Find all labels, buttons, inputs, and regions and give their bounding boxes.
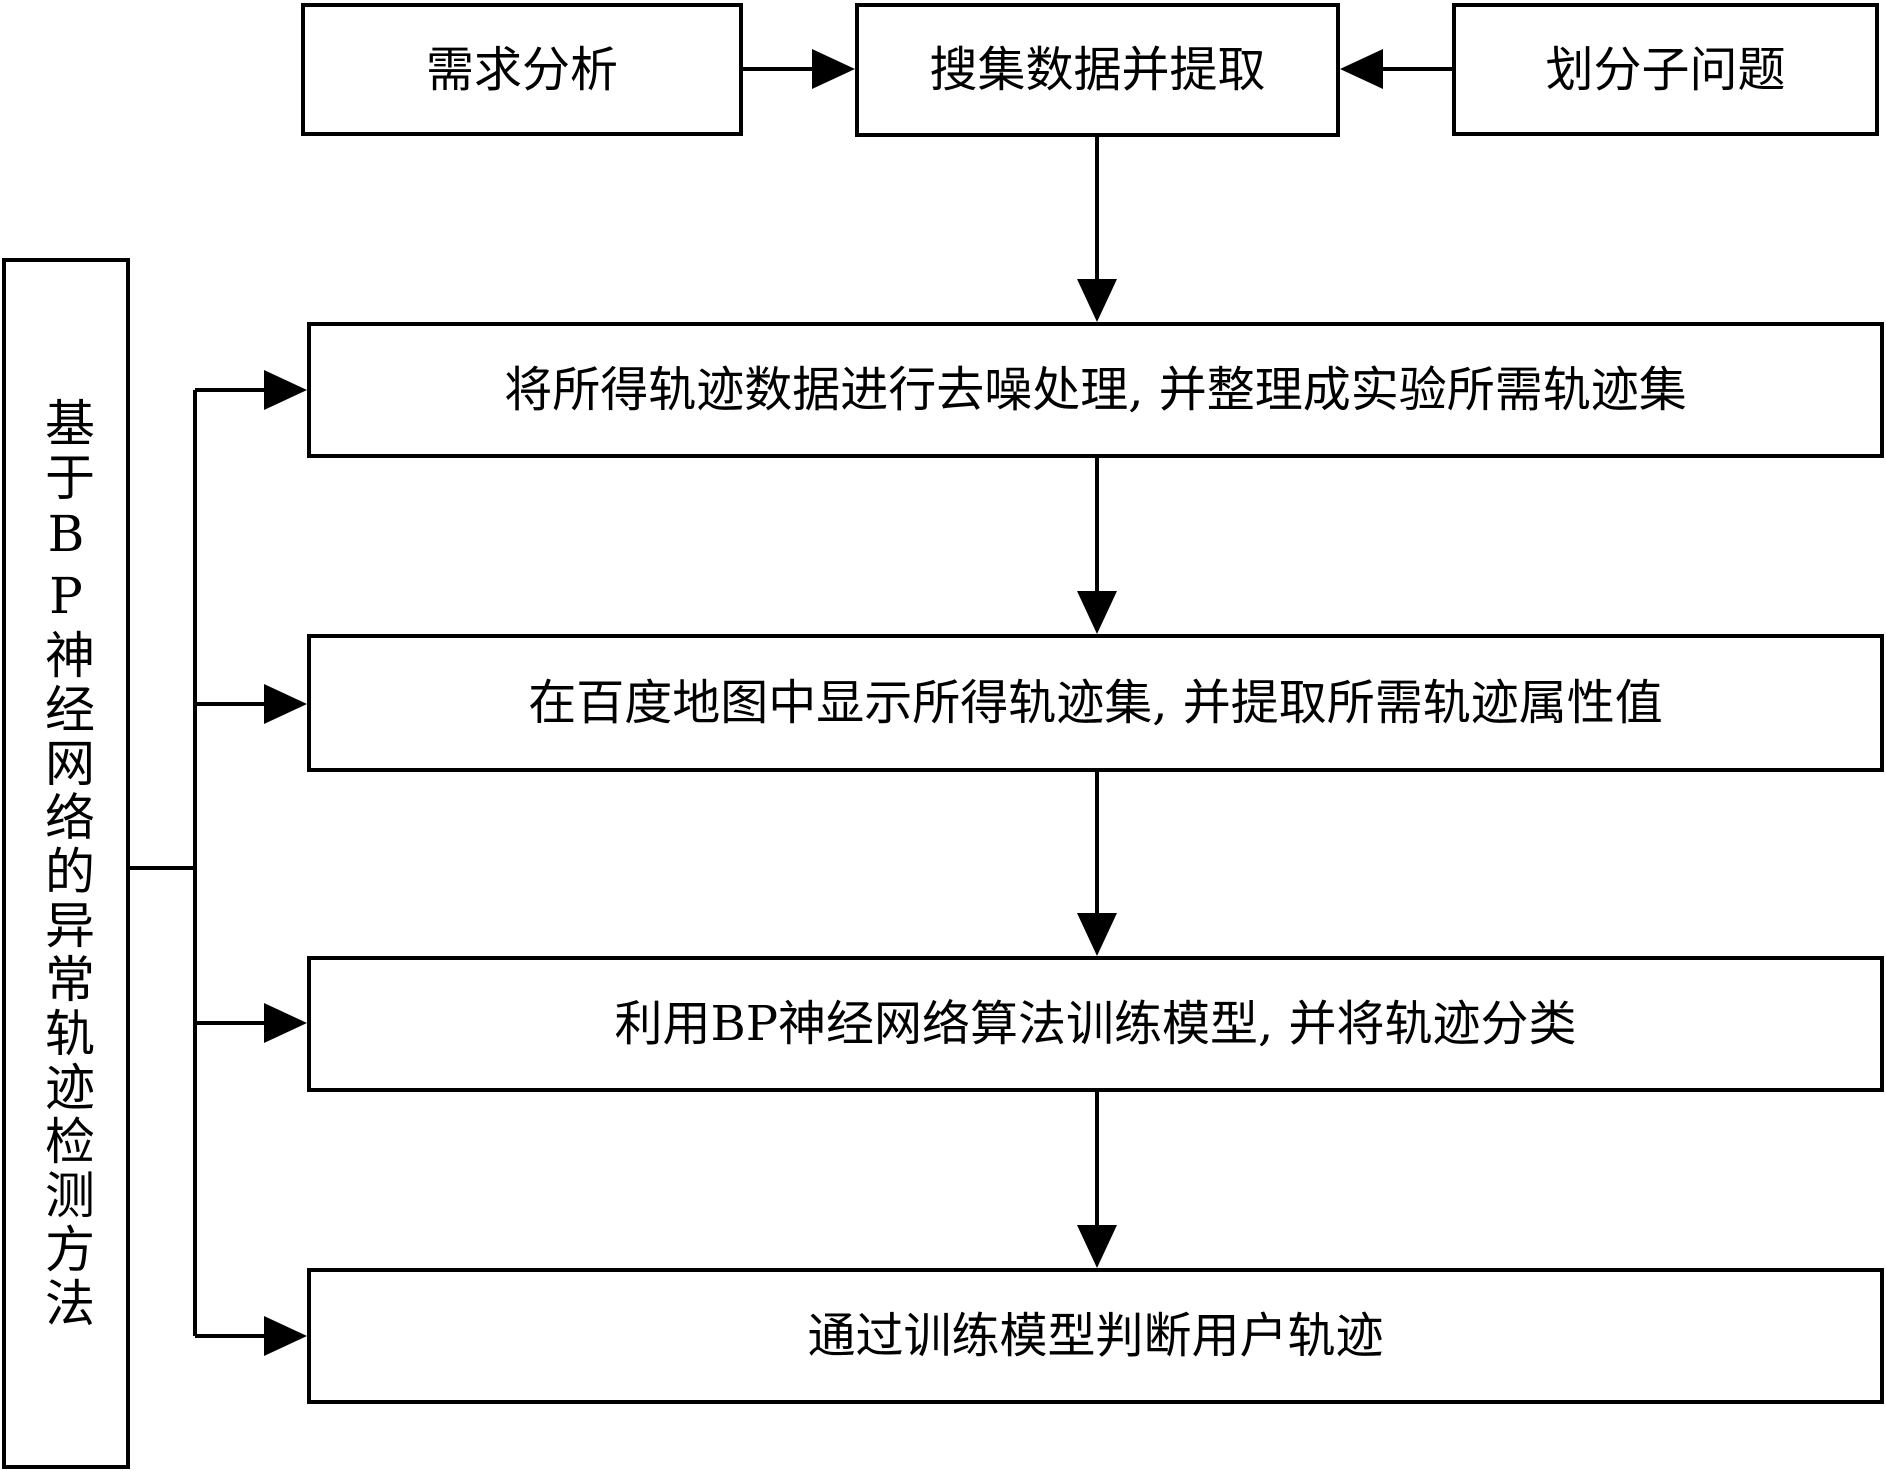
subproblems-box: 划分子问题 [1452, 3, 1879, 136]
arrowhead-collect-to-step1 [1077, 279, 1117, 322]
step-box-train-classify: 利用BP神经网络算法训练模型, 并将轨迹分类 [307, 956, 1884, 1092]
method-title-box: 基于BP神经网络的异常轨迹检测方法 [2, 258, 130, 1469]
arrowhead-subproblems-to-collect [1340, 49, 1383, 89]
step-label-judge-trajectory: 通过训练模型判断用户轨迹 [807, 1308, 1384, 1364]
arrowhead-needs-to-collect [812, 49, 855, 89]
method-title-label: 基于BP神经网络的异常轨迹检测方法 [37, 396, 95, 1331]
bracket-arrowhead-step3 [264, 1003, 307, 1043]
needs-analysis-label: 需求分析 [425, 41, 618, 98]
needs-analysis-box: 需求分析 [301, 3, 743, 136]
step-box-map-display: 在百度地图中显示所得轨迹集, 并提取所需轨迹属性值 [307, 634, 1884, 772]
bracket-arrowhead-step4 [264, 1316, 307, 1356]
bracket-arrowhead-step2 [264, 684, 307, 724]
step-box-denoise: 将所得轨迹数据进行去噪处理, 并整理成实验所需轨迹集 [307, 322, 1884, 458]
collect-extract-label: 搜集数据并提取 [929, 42, 1266, 98]
bracket-arrowhead-step1 [264, 370, 307, 410]
step-box-judge-trajectory: 通过训练模型判断用户轨迹 [307, 1268, 1884, 1404]
step-label-train-classify: 利用BP神经网络算法训练模型, 并将轨迹分类 [614, 996, 1577, 1052]
subproblems-label: 划分子问题 [1545, 41, 1786, 98]
arrowhead-step1-to-step2 [1077, 591, 1117, 634]
arrowhead-step2-to-step3 [1077, 913, 1117, 956]
step-label-denoise: 将所得轨迹数据进行去噪处理, 并整理成实验所需轨迹集 [504, 362, 1687, 418]
step-label-map-display: 在百度地图中显示所得轨迹集, 并提取所需轨迹属性值 [528, 675, 1663, 731]
collect-extract-box: 搜集数据并提取 [855, 3, 1340, 137]
arrowhead-step3-to-step4 [1077, 1225, 1117, 1268]
